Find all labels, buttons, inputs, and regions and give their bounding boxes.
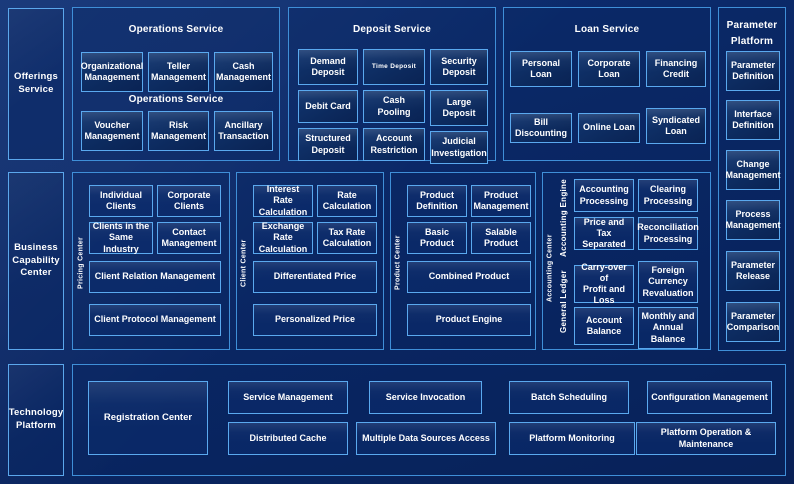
card-bill-discounting[interactable]: Bill Discounting: [510, 113, 572, 143]
card-corporate-clients[interactable]: Corporate Clients: [157, 185, 221, 217]
card-accounting-processing[interactable]: Accounting Processing: [574, 179, 634, 212]
card-batch-scheduling[interactable]: Batch Scheduling: [509, 381, 629, 414]
card-client-protocol-management[interactable]: Client Protocol Management: [89, 304, 221, 336]
card-parameter-release[interactable]: Parameter Release: [726, 251, 780, 291]
card-exchange-rate-calculation[interactable]: Exchange Rate Calculation: [253, 221, 313, 254]
card-debit-card[interactable]: Debit Card: [298, 90, 358, 123]
card-parameter-comparison[interactable]: Parameter Comparison: [726, 302, 780, 342]
panel-parameter-platform[interactable]: Parameter Platform Parameter Definition …: [718, 7, 786, 351]
card-tax-rate-calculation[interactable]: Tax Rate Calculation: [317, 222, 377, 254]
card-ancillary-transaction[interactable]: Ancillary Transaction: [214, 111, 273, 151]
card-client-relation-management[interactable]: Client Relation Management: [89, 261, 221, 293]
card-differentiated-price[interactable]: Differentiated Price: [253, 261, 377, 293]
card-interest-rate-calculation[interactable]: Interest Rate Calculation: [253, 184, 313, 217]
group-operations-service[interactable]: Operations Service Operations Service Or…: [72, 7, 280, 161]
card-large-deposit[interactable]: Large Deposit: [430, 90, 488, 126]
panel-title-parameter-platform: Parameter Platform: [726, 20, 778, 47]
card-interface-definition[interactable]: Interface Definition: [726, 100, 780, 140]
card-configuration-management[interactable]: Configuration Management: [647, 381, 772, 414]
group-title-loan-service: Loan Service: [574, 24, 640, 35]
card-syndicated-loan[interactable]: Syndicated Loan: [646, 108, 706, 144]
card-individual-clients[interactable]: Individual Clients: [89, 185, 153, 217]
sidebar-offerings-service[interactable]: Offerings Service: [8, 8, 64, 160]
panel-product-center[interactable]: Product Center Product Definition Produc…: [390, 172, 536, 350]
sidebar-business-capability-center[interactable]: Business Capability Center: [8, 172, 64, 350]
card-multiple-data-sources-access[interactable]: Multiple Data Sources Access: [356, 422, 496, 455]
card-distributed-cache[interactable]: Distributed Cache: [228, 422, 348, 455]
card-financing-credit[interactable]: Financing Credit: [646, 51, 706, 87]
group-deposit-service[interactable]: Deposit Service Demand Deposit Time Depo…: [288, 7, 496, 164]
subpanel-label-general-ledger: General Ledger: [559, 270, 568, 334]
group-loan-service[interactable]: Loan Service Personal Loan Corporate Loa…: [503, 7, 711, 161]
sidebar-technology-platform[interactable]: Technology Platform: [8, 364, 64, 476]
card-structured-deposit[interactable]: Structured Deposit: [298, 128, 358, 161]
card-change-management[interactable]: Change Management: [726, 150, 781, 190]
card-time-deposit[interactable]: Time Deposit: [363, 49, 425, 85]
card-online-loan[interactable]: Online Loan: [578, 113, 640, 143]
panel-label-product-center: Product Center: [394, 235, 402, 291]
card-monthly-and-annual-balance[interactable]: Monthly and Annual Balance: [638, 307, 698, 349]
card-product-definition[interactable]: Product Definition: [407, 185, 467, 217]
card-product-management[interactable]: Product Management: [471, 185, 531, 217]
card-service-invocation[interactable]: Service Invocation: [369, 381, 482, 414]
panel-label-accounting-center: Accounting Center: [546, 234, 554, 302]
card-basic-product[interactable]: Basic Product: [407, 222, 467, 254]
card-process-management[interactable]: Process Management: [726, 200, 781, 240]
panel-accounting-center[interactable]: Accounting Center Accounting Engine Acco…: [542, 172, 711, 350]
card-salable-product[interactable]: Salable Product: [471, 222, 531, 254]
card-reconciliation-processing[interactable]: Reconciliation Processing: [637, 217, 699, 250]
card-parameter-definition[interactable]: Parameter Definition: [726, 51, 780, 91]
card-account-balance[interactable]: Account Balance: [574, 307, 634, 345]
panel-pricing-center[interactable]: Pricing Center Individual Clients Corpor…: [72, 172, 230, 350]
card-service-management[interactable]: Service Management: [228, 381, 348, 414]
group-title-deposit-service: Deposit Service: [352, 24, 432, 35]
panel-label-pricing-center: Pricing Center: [77, 236, 85, 290]
card-account-restriction[interactable]: Account Restriction: [363, 128, 425, 161]
card-security-deposit[interactable]: Security Deposit: [430, 49, 488, 85]
card-rate-calculation[interactable]: Rate Calculation: [317, 185, 377, 217]
card-corporate-loan[interactable]: Corporate Loan: [578, 51, 640, 87]
card-contact-management[interactable]: Contact Management: [157, 222, 221, 254]
card-demand-deposit[interactable]: Demand Deposit: [298, 49, 358, 85]
card-cash-pooling[interactable]: Cash Pooling: [363, 90, 425, 123]
card-combined-product[interactable]: Combined Product: [407, 261, 531, 293]
card-foreign-currency-revaluation[interactable]: Foreign Currency Revaluation: [638, 261, 698, 303]
card-personalized-price[interactable]: Personalized Price: [253, 304, 377, 336]
card-personal-loan[interactable]: Personal Loan: [510, 51, 572, 87]
card-teller-management[interactable]: Teller Management: [148, 52, 209, 92]
card-registration-center[interactable]: Registration Center: [88, 381, 208, 455]
card-organizational-management[interactable]: Organizational Management: [81, 52, 143, 92]
card-carry-over-of-profit-and-loss[interactable]: Carry-over of Profit and Loss: [574, 262, 634, 305]
group-subtitle-operations-service: Operations Service: [128, 94, 224, 105]
card-clients-in-the-same-industry[interactable]: Clients in the Same Industry: [89, 221, 153, 254]
card-product-engine[interactable]: Product Engine: [407, 304, 531, 336]
panel-technology-platform[interactable]: Registration Center Service Management D…: [72, 364, 786, 476]
card-price-and-tax-separated[interactable]: Price and Tax Separated: [574, 217, 634, 250]
card-risk-management[interactable]: Risk Management: [148, 111, 209, 151]
group-title-operations-service: Operations Service: [128, 24, 224, 35]
card-platform-monitoring[interactable]: Platform Monitoring: [509, 422, 635, 455]
card-judicial-investigation[interactable]: Judicial Investigation: [430, 131, 488, 164]
panel-client-center[interactable]: Client Center Interest Rate Calculation …: [236, 172, 384, 350]
card-voucher-management[interactable]: Voucher Management: [81, 111, 143, 151]
card-platform-operation-and-maintenance[interactable]: Platform Operation & Maintenance: [636, 422, 776, 455]
card-cash-management[interactable]: Cash Management: [214, 52, 273, 92]
subpanel-label-accounting-engine: Accounting Engine: [559, 179, 568, 257]
card-clearing-processing[interactable]: Clearing Processing: [638, 179, 698, 212]
panel-label-client-center: Client Center: [240, 239, 248, 287]
